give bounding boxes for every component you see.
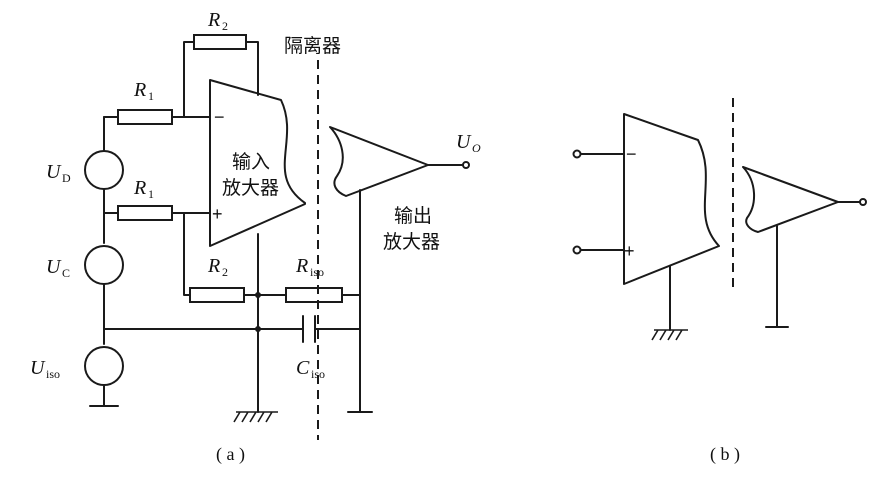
svg-text:R: R	[207, 255, 220, 277]
label-r1-upper: R 1	[133, 79, 154, 103]
svg-text:U: U	[456, 131, 472, 153]
ground-symbol-input-amp-b	[651, 329, 688, 341]
resistor-r1-lower	[117, 205, 173, 221]
source-uc	[84, 245, 124, 285]
input-amp-label-line1: 输入	[232, 151, 270, 173]
output-terminal-b	[859, 198, 867, 206]
label-ud: U D	[46, 161, 71, 185]
output-amplifier	[329, 126, 429, 197]
svg-text:1: 1	[148, 89, 154, 103]
label-r1-lower: R 1	[133, 177, 154, 201]
panel-b: − + ( b )	[572, 98, 867, 465]
output-amp-label-line2: 放大器	[383, 231, 440, 253]
svg-text:U: U	[46, 256, 62, 278]
svg-text:D: D	[62, 171, 71, 185]
plus-sign-b: +	[624, 241, 635, 261]
svg-text:C: C	[296, 357, 310, 379]
input-terminal-plus	[572, 245, 582, 255]
resistor-r2-top	[193, 34, 247, 50]
output-terminal	[462, 161, 470, 169]
svg-text:O: O	[472, 141, 481, 155]
source-uiso	[84, 346, 124, 386]
wire-r2-bottom	[183, 212, 287, 296]
output-amplifier-b	[742, 166, 839, 233]
label-r2-bottom: R 2	[207, 255, 228, 279]
label-uo: U O	[456, 131, 481, 155]
svg-text:iso: iso	[46, 367, 60, 381]
resistor-riso	[285, 287, 343, 303]
svg-text:R: R	[133, 177, 146, 199]
minus-sign: −	[214, 107, 225, 127]
label-uc: U C	[46, 256, 70, 280]
label-r2-top: R 2	[207, 9, 228, 33]
capacitor-ciso	[302, 315, 316, 343]
isolator-label: 隔离器	[284, 35, 341, 57]
source-ud	[84, 150, 124, 190]
wire-r2-top	[183, 41, 259, 118]
label-riso: R iso	[295, 255, 324, 279]
svg-text:R: R	[295, 255, 308, 277]
resistor-r1-upper	[117, 109, 173, 125]
svg-text:2: 2	[222, 265, 228, 279]
label-ciso: C iso	[296, 357, 325, 381]
caption-a: ( a )	[216, 444, 245, 465]
svg-text:2: 2	[222, 19, 228, 33]
input-amplifier	[209, 79, 306, 247]
svg-text:iso: iso	[311, 367, 325, 381]
svg-text:U: U	[30, 357, 46, 379]
resistor-r2-bottom	[189, 287, 245, 303]
junction-dot-common	[255, 326, 261, 332]
input-terminal-minus	[572, 149, 582, 159]
panel-a: − + 隔离器 输入 放大器 输出 放大器 R 2 R 1 R 1 R 2 R …	[30, 9, 481, 465]
caption-b: ( b )	[710, 444, 740, 465]
junction-dot-r2	[255, 292, 261, 298]
svg-text:C: C	[62, 266, 70, 280]
svg-text:U: U	[46, 161, 62, 183]
label-uiso: U iso	[30, 357, 60, 381]
svg-text:R: R	[207, 9, 220, 31]
plus-sign: +	[212, 204, 223, 224]
output-amp-label-line1: 输出	[394, 205, 432, 227]
ground-symbol-input-amp	[233, 411, 278, 423]
input-amplifier-b	[623, 113, 720, 285]
input-amp-label-line2: 放大器	[222, 177, 279, 199]
minus-sign-b: −	[626, 144, 637, 164]
svg-text:1: 1	[148, 187, 154, 201]
svg-text:iso: iso	[310, 265, 324, 279]
svg-text:R: R	[133, 79, 146, 101]
